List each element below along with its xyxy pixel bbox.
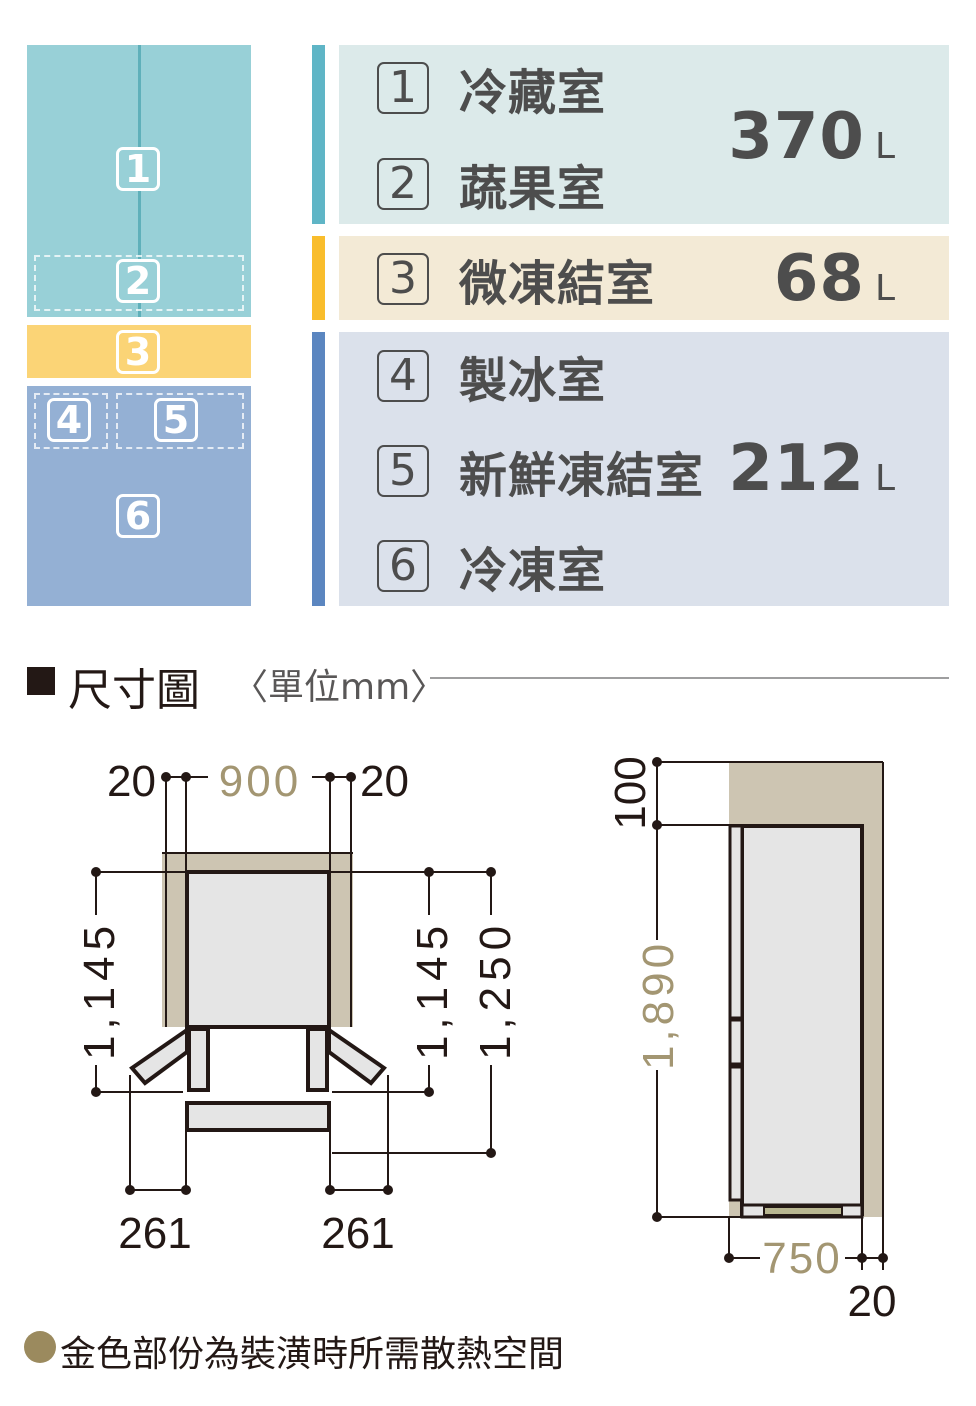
right-door-open (327, 1026, 387, 1086)
dimension-dots (91, 772, 496, 1195)
dim-top-gap: 100 (606, 756, 655, 829)
zone-ice-outline (34, 393, 108, 449)
volume-unit: L (874, 458, 895, 499)
door-lower (728, 1065, 744, 1202)
compartment-row: 1 冷藏室 (377, 60, 606, 121)
dim-width: 900 (219, 757, 301, 806)
door-upper (728, 824, 744, 1020)
compartment-label: 新鮮凍結室 (459, 448, 705, 504)
compartment-label: 冷凍室 (459, 543, 607, 599)
zone-fresh-freeze-outline (116, 393, 244, 449)
left-drawer (187, 1027, 210, 1092)
zone-badge-1: 1 (116, 147, 160, 191)
right-drawer (306, 1027, 329, 1092)
dim-depth-open: 1,250 (471, 920, 520, 1060)
compartment-row: 5 新鮮凍結室 (377, 443, 704, 504)
unit-note: 〈單位mm〉 (232, 667, 447, 708)
volume-value: 68 (773, 242, 865, 316)
dim-door-right: 261 (321, 1209, 394, 1258)
base-vent (763, 1206, 843, 1216)
side-view: 100 1,890 750 20 (606, 756, 896, 1326)
dimension-dots (652, 757, 888, 1263)
section-title: 尺寸圖 (68, 665, 200, 716)
door-middle (728, 1018, 744, 1066)
compartment-label: 冷藏室 (459, 65, 607, 121)
dimension-lines (656, 761, 884, 1270)
dim-depth: 750 (762, 1234, 841, 1283)
number-badge: 5 (377, 445, 429, 497)
compartment-label: 微凍結室 (459, 256, 656, 312)
zone-badge-5: 5 (154, 398, 198, 442)
volume-unit: L (874, 126, 895, 167)
group-bar-refrigeration (312, 45, 325, 224)
compartment-row: 6 冷凍室 (377, 538, 606, 599)
number-badge: 4 (377, 350, 429, 402)
compartment-row: 2 蔬果室 (377, 156, 606, 217)
dim-right-gap: 20 (360, 757, 409, 806)
compartment-row: 4 製冰室 (377, 348, 606, 409)
zone-vegetable-outline (34, 255, 244, 311)
footnote-text: 金色部份為裝潢時所需散熱空間 (60, 1334, 565, 1375)
dim-depth-right: 1,145 (408, 920, 457, 1060)
number-badge: 3 (377, 253, 429, 305)
bottom-drawer (185, 1101, 331, 1132)
compartment-label: 製冰室 (459, 353, 607, 409)
left-door-open (129, 1026, 189, 1086)
number-badge: 1 (377, 62, 429, 114)
zone-badge-3: 3 (116, 330, 160, 374)
zone-badge-4: 4 (47, 398, 91, 442)
fridge-body-top (185, 870, 331, 1029)
square-bullet-icon (27, 667, 55, 695)
dim-back-gap: 20 (848, 1277, 897, 1326)
volume-value: 370 (728, 100, 865, 174)
number-badge: 6 (377, 540, 429, 592)
dim-left-gap: 20 (107, 757, 156, 806)
dim-depth-left: 1,145 (75, 920, 124, 1060)
zone-badge-6: 6 (116, 494, 160, 538)
section-rule (430, 677, 949, 679)
group-bar-freezer (312, 332, 325, 606)
compartment-row: 3 微凍結室 (377, 251, 655, 312)
gold-dot-icon (24, 1331, 56, 1363)
front-view: 20 900 20 1,145 1,145 1,250 261 261 (75, 757, 520, 1258)
compartment-label: 蔬果室 (459, 161, 607, 217)
dim-height: 1,890 (634, 940, 683, 1070)
zone-badge-2: 2 (116, 259, 160, 303)
volume-unit: L (874, 268, 895, 309)
number-badge: 2 (377, 158, 429, 210)
volume-value: 212 (728, 432, 865, 506)
dim-door-left: 261 (118, 1209, 191, 1258)
group-bar-soft-freeze (312, 236, 325, 320)
fridge-body-side (740, 824, 864, 1216)
